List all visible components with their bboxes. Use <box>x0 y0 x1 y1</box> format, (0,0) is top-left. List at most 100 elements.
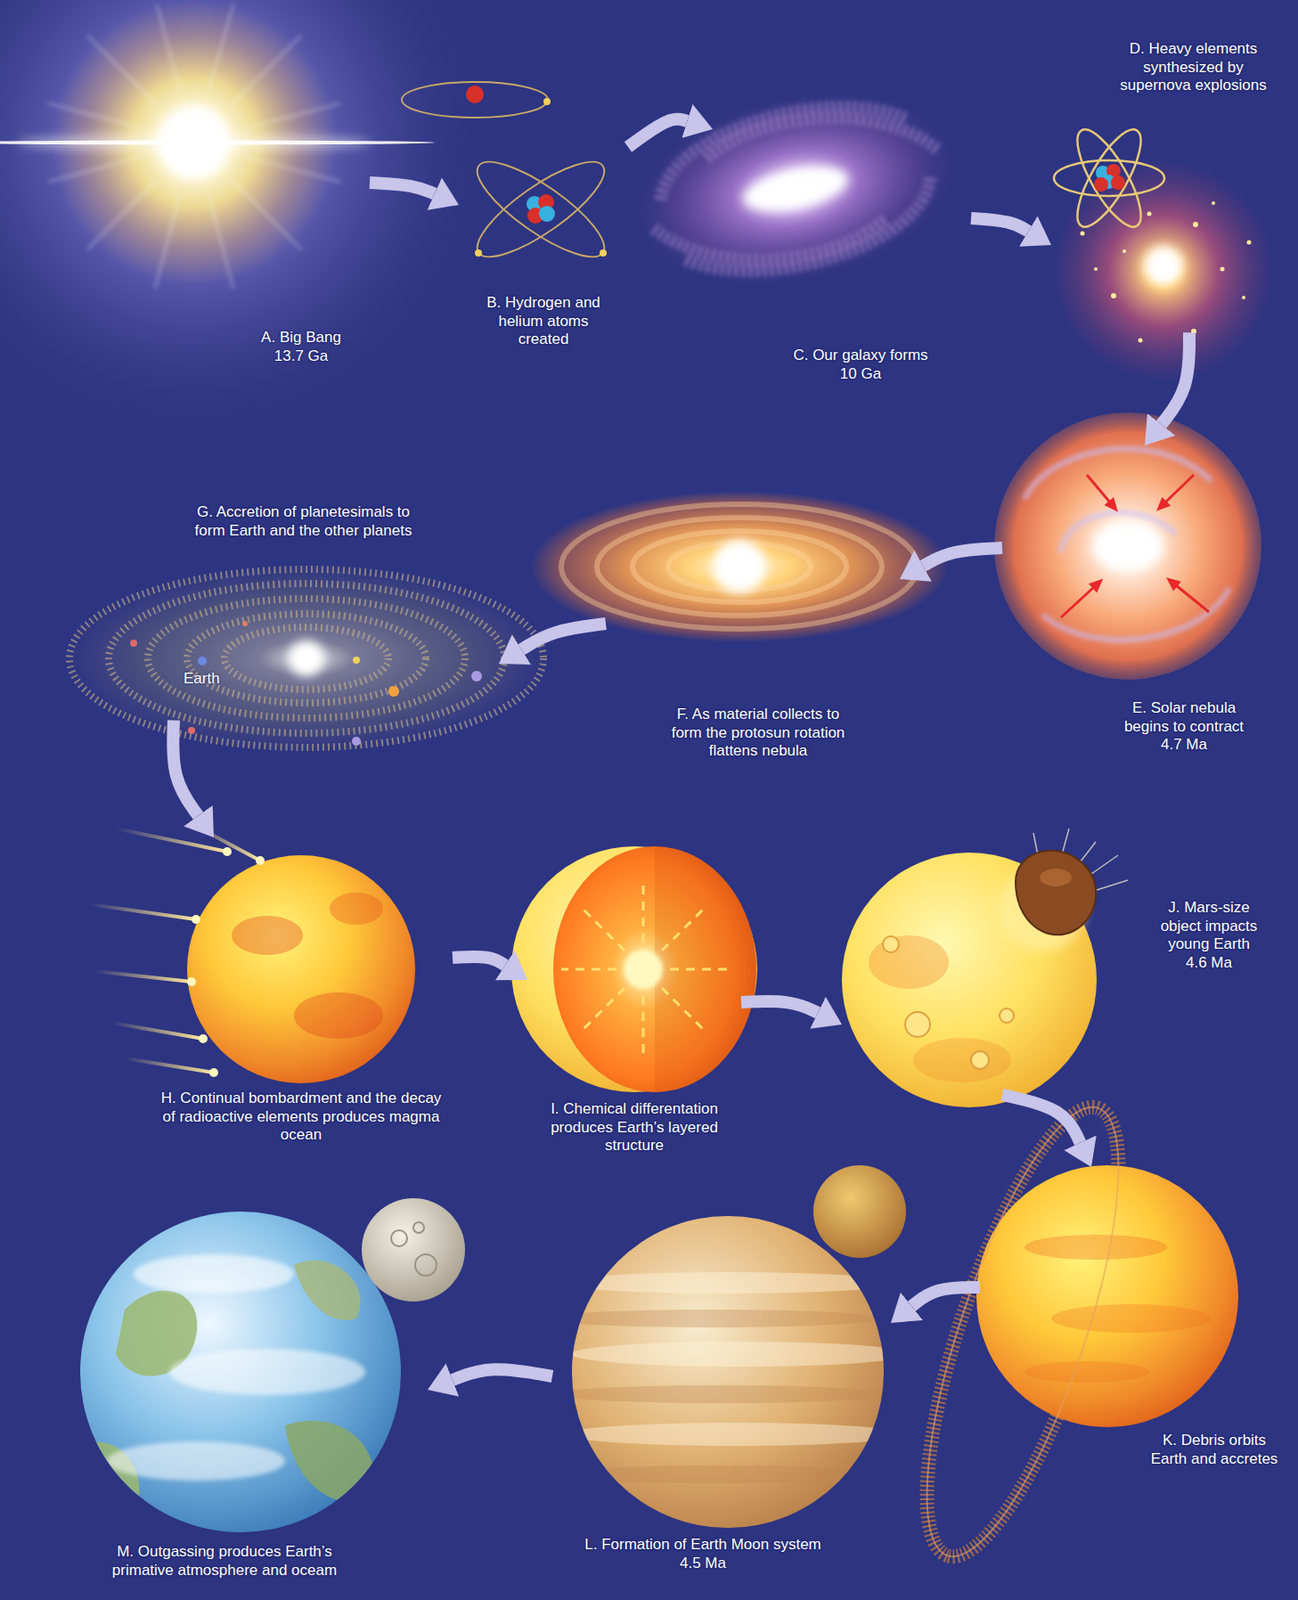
galaxy-core <box>767 174 825 204</box>
core-ray <box>661 906 707 951</box>
moon-crater <box>413 1222 425 1233</box>
moon-crater <box>415 1254 437 1276</box>
layered-earth <box>511 846 758 1093</box>
crater <box>882 936 899 953</box>
stage-panel: L. Formation of Earth Moon system4.5 Ma <box>552 1238 891 1576</box>
flow-arrow <box>1161 332 1190 425</box>
core-rays <box>561 880 733 1059</box>
core-ray <box>642 880 645 943</box>
stage-panel: M. Outgassing produces Earth’s primative… <box>62 1211 428 1584</box>
sun-haze <box>0 0 498 446</box>
sun-ray <box>231 35 302 106</box>
surface-blotch <box>913 1037 1012 1083</box>
planet-dot <box>352 656 360 664</box>
orbit <box>465 146 616 272</box>
earth-cross-section <box>553 846 757 1093</box>
cloud-band <box>554 1465 893 1484</box>
stage-panel: I. Chemical differentation produces Eart… <box>527 837 742 1160</box>
meteor-trail <box>89 904 196 920</box>
stage-panel: D. Heavy elements synthesized by superno… <box>1051 40 1288 333</box>
sun-ray <box>231 179 302 250</box>
flow-arrow <box>971 218 1029 232</box>
stage-panel: A. Big Bang13.7 Ga <box>133 17 370 369</box>
orbit <box>1053 160 1165 196</box>
planet-label: Earth <box>183 669 221 688</box>
cloud-band <box>543 1309 882 1328</box>
sun-ray <box>245 156 341 182</box>
stage-caption: L. Formation of Earth Moon system <box>560 1535 846 1555</box>
disk-rings <box>561 504 918 629</box>
meteor-trail <box>124 1058 214 1073</box>
core-ray <box>583 987 625 1029</box>
hydrogen-helium-atoms <box>401 81 617 272</box>
lava-streak <box>1051 1304 1212 1333</box>
disk-glow <box>65 565 547 752</box>
earth-shell <box>511 846 758 1093</box>
big-bang-sun <box>0 0 498 446</box>
star-dot <box>1122 249 1127 254</box>
nebula-core <box>1092 521 1164 572</box>
molten-earth <box>976 1165 1239 1428</box>
contraction-arrow <box>1061 587 1094 618</box>
star-cluster <box>1052 159 1275 383</box>
proton <box>465 85 484 104</box>
contraction-arrow <box>1165 474 1194 503</box>
electron <box>543 97 551 106</box>
stage-panel: B. Hydrogen and helium atoms created <box>458 80 629 353</box>
earth-surface <box>88 1254 376 1515</box>
star-dots <box>1080 201 1252 343</box>
planet-dot <box>471 670 482 682</box>
heavy-atom-orbits <box>1053 121 1165 235</box>
sun-ray <box>208 194 234 289</box>
stage-panel: G. Accretion of planetesimals to form Ea… <box>53 503 499 720</box>
orbit <box>401 81 548 118</box>
orbit <box>1066 121 1153 235</box>
core-ray <box>669 968 733 972</box>
stage-panel: J. Mars-size object impacts young Earth4… <box>841 895 1283 1095</box>
magma-blotch <box>231 915 303 956</box>
meteor-trail <box>187 821 261 861</box>
solar-nebula <box>994 412 1262 680</box>
stage-caption: J. Mars-size object impacts young Earth <box>1146 898 1272 955</box>
star-dot <box>1247 240 1252 245</box>
core-ray <box>642 995 645 1059</box>
disk-ring <box>147 598 466 719</box>
stage-panel: H. Continual bombardment and the decay o… <box>149 837 453 1149</box>
star-dot <box>1080 231 1086 237</box>
star-dot <box>1110 293 1117 299</box>
magma-blotch <box>329 892 384 925</box>
sun-glow <box>288 640 325 677</box>
stage-caption: M. Outgassing produces Earth’s primative… <box>95 1542 354 1580</box>
stage-caption: K. Debris orbits Earth and accretes <box>1147 1431 1282 1469</box>
flow-arrow <box>741 1001 818 1013</box>
cloud-bands <box>543 1272 909 1484</box>
impactor <box>1015 850 1096 936</box>
flow-arrow <box>922 547 1003 566</box>
cloud-band <box>570 1341 909 1367</box>
planet-rings <box>69 569 544 748</box>
disk-ring <box>108 583 505 734</box>
earth-moon-system <box>543 1165 909 1528</box>
stage-caption: I. Chemical differentation produces Eart… <box>527 1100 742 1156</box>
planet-dot <box>242 620 248 627</box>
earth-dot <box>197 656 207 666</box>
stage-panel: C. Our galaxy forms10 Ga <box>712 89 972 387</box>
impactor-highlight <box>1039 868 1072 887</box>
star-dot <box>1138 338 1143 343</box>
sun-core <box>158 106 230 179</box>
disk-ring <box>632 530 847 603</box>
stage-caption: D. Heavy elements synthesized by superno… <box>1119 40 1267 96</box>
debris-ring-edge <box>888 1088 1158 1576</box>
disk-ring <box>561 504 918 629</box>
stage-caption: E. Solar nebula begins to contract <box>1108 699 1260 736</box>
electron <box>599 249 607 257</box>
nebula-swirl <box>1042 587 1230 640</box>
earth-with-ocean <box>80 1198 466 1533</box>
magma-planet <box>187 855 416 1084</box>
stage-panel: K. Debris orbits Earth and accretes <box>979 1167 1288 1472</box>
flow-arrow <box>1002 1094 1081 1143</box>
stage-caption: B. Hydrogen and helium atoms created <box>476 293 611 350</box>
nebula-cloud <box>994 412 1262 680</box>
